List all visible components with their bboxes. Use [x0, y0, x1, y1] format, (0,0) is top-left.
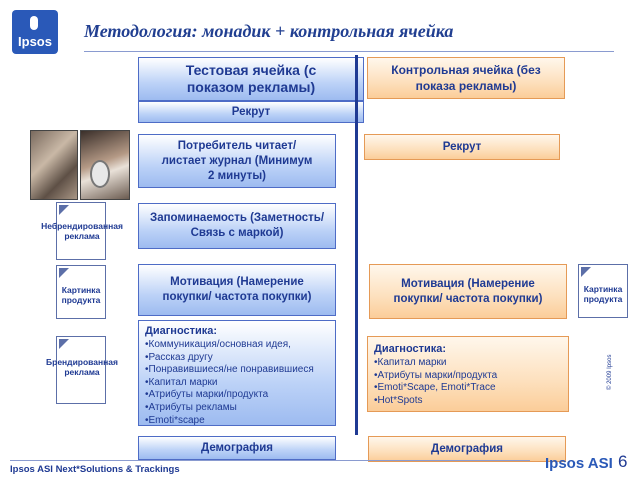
footer-divider	[10, 460, 530, 461]
page-fold-icon	[59, 339, 69, 349]
unbranded-ad-label: Небрендированная реклама	[41, 221, 123, 241]
page-fold-icon	[581, 267, 591, 277]
control-diagnostics-item: •Капитал марки	[374, 357, 447, 368]
page-number: 6	[618, 452, 628, 471]
footer-text: Ipsos ASI Next*Solutions & Trackings	[10, 464, 180, 475]
recall-box: Запоминаемость (Заметность/Связь с марко…	[138, 203, 336, 249]
control-diagnostics-item: •Атрибуты марки/продукта	[374, 369, 498, 381]
test-diagnostics-item: •Рассказ другу	[145, 351, 213, 363]
test-cell-header: Тестовая ячейка (с показом рекламы)	[138, 57, 364, 101]
test-motivation-text: Мотивация (Намерение покупки/ частота по…	[162, 276, 312, 303]
test-recruit-text: Рекрут	[231, 106, 271, 118]
test-recruit-box: Рекрут	[138, 101, 364, 123]
test-diagnostics-item: •Понравившиеся/не понравившиеся	[145, 364, 314, 376]
page-fold-icon	[59, 205, 69, 215]
test-diagnostics-box: Диагностика: •Коммуникация/основная идея…	[138, 320, 336, 426]
test-diagnostics-item: •Emoti*scape	[145, 414, 205, 426]
ipsos-logo: Ipsos	[12, 10, 58, 54]
page-fold-icon	[59, 268, 69, 278]
control-motivation-box: Мотивация (Намерение покупки/ частота по…	[369, 264, 567, 319]
control-recruit-text: Рекрут	[442, 141, 482, 153]
magazine-product-shape	[90, 160, 110, 188]
copyright-text: © 2009 Ipsos	[607, 354, 613, 390]
footer-logo: Ipsos ASI	[545, 455, 613, 472]
column-divider	[355, 55, 358, 435]
test-demography-text: Демография	[200, 442, 273, 454]
page-title: Методология: монадик + контрольная ячейк…	[84, 21, 454, 41]
control-diagnostics-item: •Emoti*Scape, Emoti*Trace	[374, 382, 496, 394]
product-image-label-right: Картинка продукта	[583, 284, 623, 304]
test-demography-box: Демография	[138, 436, 336, 460]
control-diagnostics-title: Диагностика:	[374, 343, 447, 355]
title-divider	[84, 51, 614, 52]
control-demography-text: Демография	[430, 443, 503, 455]
test-diagnostics-item: •Атрибуты рекламы	[145, 401, 237, 413]
reading-box: Потребитель читает/ листает журнал (Мини…	[138, 134, 336, 188]
control-cell-header: Контрольная ячейка (без показа рекламы)	[367, 57, 565, 99]
test-diagnostics-item: •Коммуникация/основная идея,	[145, 339, 291, 350]
test-diagnostics-item: •Капитал марки	[145, 376, 218, 388]
test-cell-header-text: Тестовая ячейка (с показом рекламы)	[185, 62, 317, 95]
control-diagnostics-item: •Hot*Spots	[374, 394, 423, 406]
product-image-thumbnail-right: Картинка продукта	[578, 264, 628, 318]
control-demography-box: Демография	[368, 436, 566, 462]
branded-ad-thumbnail	[56, 336, 106, 404]
magazine-page-left	[30, 130, 78, 200]
reading-text: Потребитель читает/ листает журнал (Мини…	[161, 139, 313, 182]
test-diagnostics-item: •Атрибуты марки/продукта	[145, 389, 269, 401]
test-motivation-box: Мотивация (Намерение покупки/ частота по…	[138, 264, 336, 316]
logo-mark-icon	[30, 16, 38, 30]
control-recruit-box: Рекрут	[364, 134, 560, 160]
product-image-label-left: Картинка продукта	[61, 285, 101, 305]
logo-text: Ipsos	[18, 34, 52, 49]
product-image-thumbnail-left: Картинка продукта	[56, 265, 106, 319]
control-diagnostics-box: Диагностика: •Капитал марки •Атрибуты ма…	[367, 336, 569, 412]
control-motivation-text: Мотивация (Намерение покупки/ частота по…	[393, 277, 543, 305]
branded-ad-label: Брендированная реклама	[46, 357, 118, 377]
magazine-image	[30, 130, 130, 200]
recall-text: Запоминаемость (Заметность/Связь с марко…	[149, 212, 325, 239]
control-cell-header-text: Контрольная ячейка (без показа рекламы)	[391, 63, 541, 93]
test-diagnostics-title: Диагностика:	[145, 325, 218, 337]
unbranded-ad-thumbnail	[56, 202, 106, 260]
